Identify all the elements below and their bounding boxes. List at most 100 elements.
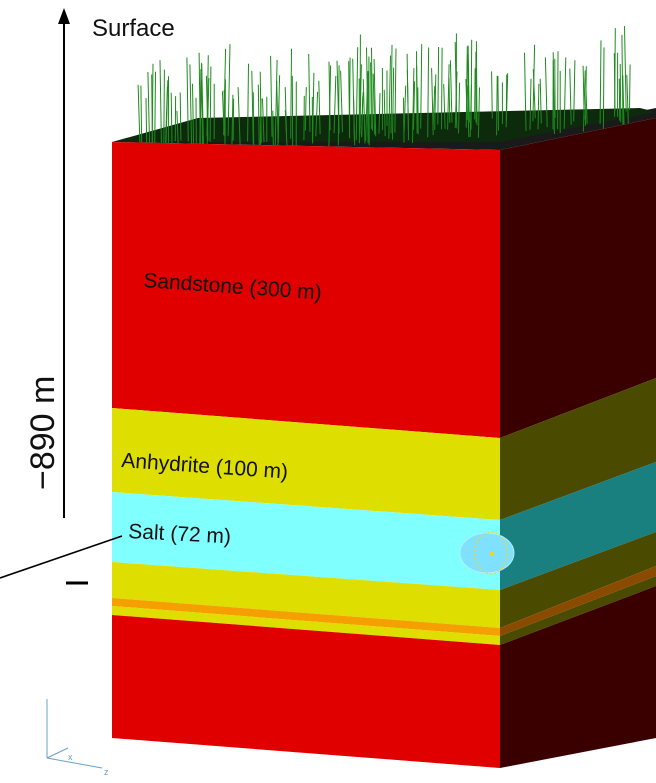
- grass-blade: [170, 92, 173, 146]
- grass-blade: [431, 68, 434, 136]
- thin-yellow-side: [500, 576, 656, 645]
- grass-blade: [373, 58, 377, 137]
- surface-label: Surface: [92, 15, 175, 42]
- grass-blade: [529, 78, 532, 130]
- grass-blade: [602, 47, 605, 129]
- grass-blade: [613, 53, 616, 111]
- grass-blade: [179, 92, 182, 141]
- grass-blade: [505, 73, 509, 121]
- grass-blade: [619, 63, 622, 123]
- grass-blade: [449, 60, 453, 123]
- grass-blade: [466, 85, 470, 138]
- grass-blade: [186, 57, 189, 142]
- grass-blade: [270, 55, 273, 137]
- grass-blade: [262, 98, 265, 143]
- grass-blade: [237, 87, 241, 145]
- grass-blade: [274, 59, 278, 148]
- grass-blade: [257, 84, 260, 151]
- grass-blade: [315, 91, 319, 137]
- grass-blade: [584, 66, 587, 126]
- grass-blade: [370, 62, 372, 129]
- grass-blade: [552, 52, 555, 135]
- grass-blade: [447, 64, 450, 130]
- salt-leader-line: [0, 535, 123, 579]
- grass-blade: [573, 60, 576, 122]
- grass-blade: [206, 78, 210, 151]
- grass-blade: [403, 85, 407, 133]
- grass-blade: [626, 74, 629, 130]
- grass-blade: [412, 68, 415, 144]
- grass-blade: [434, 74, 437, 131]
- axis-triad: x z: [46, 699, 109, 777]
- grass-blade: [458, 82, 461, 134]
- grass-blade: [318, 80, 321, 135]
- anhydrite-upper-front: [112, 408, 500, 520]
- grass-blade: [394, 48, 397, 133]
- grass-blade: [390, 44, 393, 134]
- anhydrite-lower-front: [112, 562, 500, 628]
- grass-blade: [192, 83, 195, 147]
- grass-blade: [437, 46, 440, 125]
- grass-blade: [539, 78, 542, 124]
- grass-blade: [388, 55, 391, 139]
- grass-blade: [465, 78, 468, 121]
- grass-blade: [312, 72, 315, 144]
- grass-blade: [544, 57, 548, 128]
- thin-orange-side: [500, 566, 656, 636]
- grass-blade: [227, 44, 231, 136]
- grass-blade: [151, 74, 153, 147]
- grass-blade: [355, 47, 359, 141]
- grass-blade: [272, 110, 274, 152]
- grass-blade: [145, 97, 148, 145]
- grass-blade: [353, 95, 356, 146]
- grass-blade: [524, 52, 527, 131]
- grass-blade: [403, 97, 405, 143]
- grass-blade: [467, 53, 470, 122]
- grass-blade: [420, 44, 423, 129]
- grass-blade: [474, 68, 476, 120]
- surface-wells-grass: [137, 26, 631, 160]
- axis-x-label: x: [68, 752, 73, 762]
- grass-blade: [199, 79, 203, 143]
- sandstone-bottom-front: [112, 615, 500, 768]
- grass-blade: [496, 75, 498, 136]
- grass-blade: [154, 71, 156, 151]
- grass-blade: [163, 69, 165, 148]
- grass-blade: [413, 81, 416, 130]
- grass-blade: [491, 71, 493, 119]
- grass-blade: [165, 86, 168, 146]
- salt-cavern: [459, 531, 515, 575]
- grass-blade: [406, 70, 409, 130]
- thin-orange-front: [112, 598, 500, 636]
- sandstone-top-front: [112, 142, 500, 438]
- grass-blade: [201, 63, 205, 151]
- grass-blade: [416, 51, 418, 134]
- grass-blade: [392, 67, 395, 140]
- grass-blade: [383, 89, 386, 137]
- grass-blade: [599, 40, 602, 124]
- grass-blade: [251, 70, 254, 145]
- grass-blade: [189, 64, 193, 147]
- grass-blade: [159, 60, 163, 155]
- grass-blade: [362, 79, 366, 144]
- grass-blade: [465, 46, 468, 128]
- grass-blade: [277, 75, 281, 151]
- anhydrite-lower-side: [500, 532, 656, 628]
- grass-blade: [137, 84, 141, 151]
- grass-blade: [467, 45, 470, 123]
- grass-blade: [477, 87, 480, 138]
- grass-blade: [622, 75, 625, 128]
- grass-blade: [569, 68, 572, 125]
- grass-blade: [470, 39, 473, 130]
- anhydrite-upper-side: [500, 378, 656, 520]
- grass-blade: [582, 65, 585, 120]
- grass-blade: [427, 47, 430, 138]
- top-face: [112, 108, 656, 150]
- grass-blade: [448, 77, 451, 123]
- grass-blade: [563, 57, 567, 129]
- grass-blade: [624, 26, 627, 112]
- grass-blade: [147, 71, 151, 146]
- salt-front: [112, 492, 500, 590]
- grass-blade: [378, 93, 381, 134]
